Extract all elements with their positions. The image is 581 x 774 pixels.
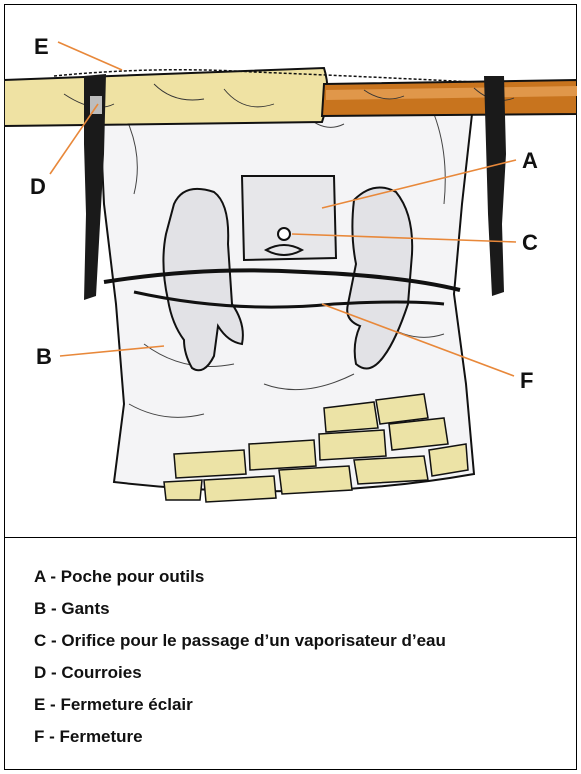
leader-e bbox=[58, 42, 122, 70]
label-d: D bbox=[30, 174, 46, 199]
legend-divider bbox=[4, 537, 577, 538]
label-a: A bbox=[522, 148, 538, 173]
label-f: F bbox=[520, 368, 533, 393]
label-e: E bbox=[34, 34, 49, 59]
legend: A - Poche pour outils B - Gants C - Orif… bbox=[34, 566, 446, 758]
strap-left-buckle bbox=[90, 96, 102, 114]
legend-item-a: A - Poche pour outils bbox=[34, 566, 446, 598]
legend-item-f: F - Fermeture bbox=[34, 726, 446, 758]
strap-right bbox=[484, 76, 506, 296]
label-c: C bbox=[522, 230, 538, 255]
legend-item-c: C - Orifice pour le passage d’un vaporis… bbox=[34, 630, 446, 662]
legend-item-b: B - Gants bbox=[34, 598, 446, 630]
label-b: B bbox=[36, 344, 52, 369]
glove-bag-diagram: E D A C B F bbox=[4, 4, 577, 537]
rod-left bbox=[4, 68, 328, 126]
spray-orifice bbox=[278, 228, 290, 240]
legend-item-e: E - Fermeture éclair bbox=[34, 694, 446, 726]
tool-pocket bbox=[242, 176, 336, 260]
legend-item-d: D - Courroies bbox=[34, 662, 446, 694]
